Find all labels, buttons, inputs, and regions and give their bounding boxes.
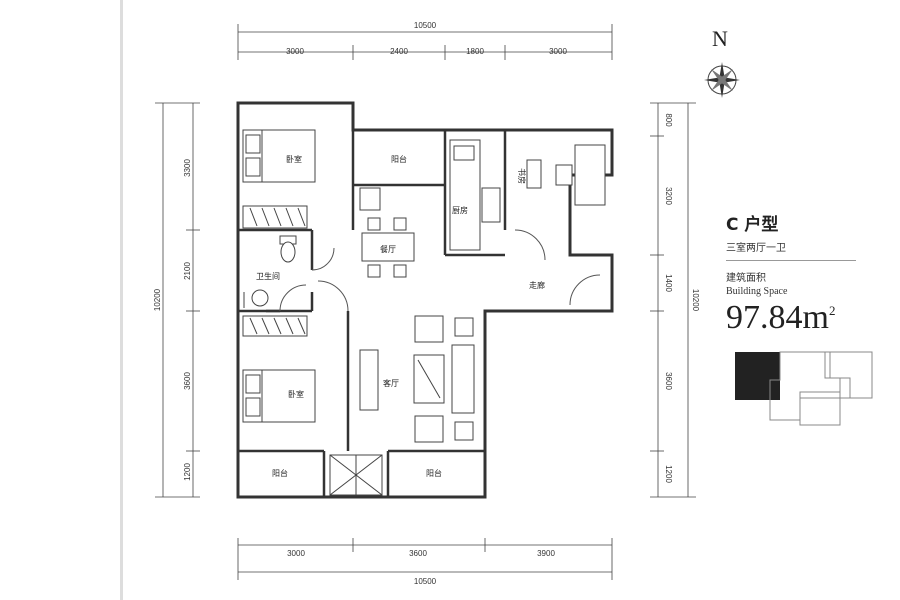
top-dim-3: 1800 [466, 47, 484, 56]
right-total-dim: 10200 [691, 289, 700, 312]
door-swings [279, 229, 601, 312]
top-total-dim: 10500 [414, 21, 437, 30]
left-dim-2: 2100 [183, 262, 192, 280]
left-total-dim: 10200 [153, 288, 162, 311]
unit-title: C 户型 [726, 215, 779, 235]
interior-walls [238, 130, 507, 497]
key-plan [735, 351, 873, 426]
divider [726, 260, 856, 261]
bottom-dim-2: 3600 [409, 549, 427, 558]
right-dim-1: 800 [664, 113, 673, 127]
top-dim-4: 3000 [549, 47, 567, 56]
room-dining: 餐厅 [380, 245, 396, 254]
room-balcony-top: 阳台 [391, 154, 407, 164]
bottom-dim-3: 3900 [537, 549, 555, 558]
right-dim-3: 1400 [664, 274, 673, 292]
room-study: 书房 [517, 168, 527, 184]
right-dim-2: 3200 [664, 187, 673, 205]
bottom-dim-1: 3000 [287, 549, 305, 558]
bottom-dimensions [237, 538, 613, 580]
bed-bottom [242, 369, 316, 423]
study-furniture [526, 144, 606, 206]
left-dim-4: 1200 [183, 463, 192, 481]
unit-description: 三室两厅一卫 [726, 243, 786, 254]
left-dim-1: 3300 [183, 159, 192, 177]
right-dim-4: 3600 [664, 372, 673, 390]
wardrobe-top [242, 205, 308, 229]
area-number: 97.84m [726, 299, 829, 336]
area-label-en: Building Space [726, 286, 788, 297]
sliding-door [329, 454, 383, 496]
room-balcony-bottom-right: 阳台 [426, 468, 442, 478]
dining-set [359, 187, 415, 278]
page-edge [120, 0, 123, 600]
toilet [279, 235, 297, 263]
unit-info-panel: C 户型 三室两厅一卫 建筑面积 Building Space 97.84m2 [726, 210, 886, 337]
top-dim-2: 2400 [390, 47, 408, 56]
left-dim-3: 3600 [183, 372, 192, 390]
room-corridor: 走廊 [529, 280, 545, 290]
wardrobe-bottom [242, 315, 308, 337]
bed-top [242, 129, 316, 183]
room-kitchen: 厨房 [452, 205, 468, 215]
shower [243, 289, 269, 308]
room-bedroom-1: 卧室 [286, 154, 302, 164]
bottom-total-dim: 10500 [414, 577, 437, 586]
area-value: 97.84m2 [726, 299, 886, 337]
compass-rose-icon [704, 62, 740, 98]
compass-north-label: N [712, 26, 728, 51]
area-label-cn: 建筑面积 [726, 273, 766, 284]
top-dim-1: 3000 [286, 47, 304, 56]
room-bedroom-2: 卧室 [288, 389, 304, 399]
room-bathroom: 卫生间 [256, 271, 280, 281]
right-dim-5: 1200 [664, 465, 673, 483]
room-living: 客厅 [383, 378, 399, 388]
right-dimensions [650, 102, 696, 498]
area-unit-superscript: 2 [828, 303, 836, 318]
top-dimensions [237, 24, 613, 60]
left-dimensions [155, 102, 200, 498]
living-furniture [359, 315, 475, 443]
kitchen-counter [449, 139, 501, 251]
room-balcony-bottom-left: 阳台 [272, 468, 288, 478]
